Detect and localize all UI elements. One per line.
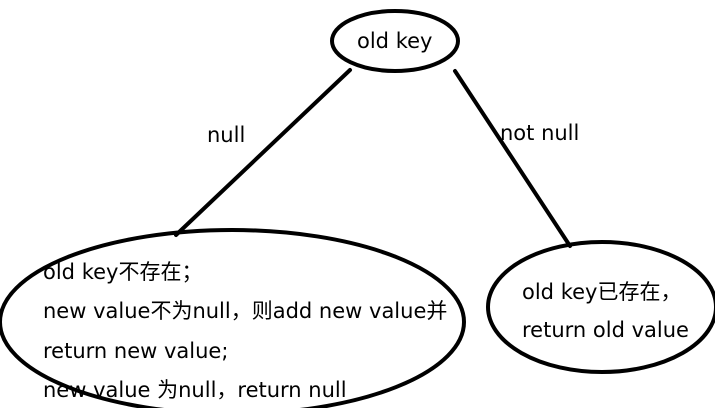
edge-left-label: null [207,123,246,147]
right-node-line-1: old key已存在， [522,280,682,304]
left-node-line-4: new value 为null，return null [43,378,347,402]
left-node-line-2: new value不为null，则add new value并 [43,299,448,323]
edge-right-label: not null [500,121,580,145]
left-node-shape [0,228,466,408]
right-node-shape [486,240,715,374]
edge-left [174,68,352,237]
root-node-shape [330,9,460,73]
left-node-line-1: old key不存在； [43,260,203,284]
root-node-label: old key [357,29,433,53]
right-node-line-2: return old value [522,318,689,342]
edge-right [453,69,572,248]
left-node-line-3: return new value; [43,339,229,363]
